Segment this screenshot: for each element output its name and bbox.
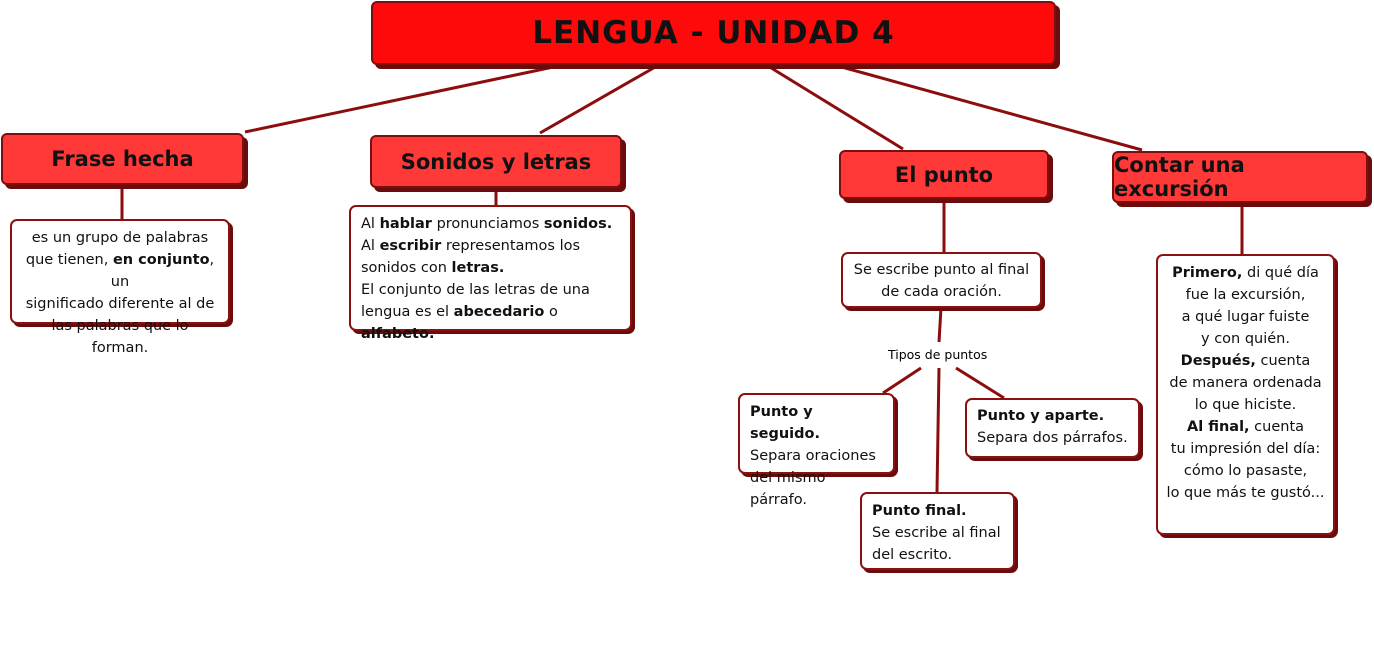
text-line: o	[544, 304, 558, 320]
text-bold: en conjunto	[112, 252, 210, 268]
el-punto-definition: Se escribe punto al final de cada oració…	[841, 252, 1042, 308]
text-line: sonidos con	[361, 260, 452, 276]
text-line: Al	[361, 216, 380, 232]
map-title: LENGUA - UNIDAD 4	[371, 1, 1056, 65]
punto-aparte-card: Punto y aparte. Separa dos párrafos.	[965, 398, 1140, 458]
link-tipos-aparte	[955, 366, 1005, 400]
text-bold: Al final,	[1186, 419, 1250, 435]
text-line: significado diferente al de	[25, 296, 215, 312]
topic-contar-excursion: Contar una excursión	[1112, 151, 1368, 203]
text-line: , un	[110, 252, 215, 290]
text-line: representamos los	[441, 238, 581, 254]
text-line: lo que hiciste.	[1194, 397, 1297, 413]
text-line: lengua es el	[361, 304, 454, 320]
frase-hecha-definition: es un grupo de palabras que tienen, en c…	[10, 219, 230, 356]
text-line: cómo lo pasaste,	[1183, 463, 1308, 479]
text-line: del escrito.	[872, 547, 953, 563]
topic-el-punto: El punto	[839, 150, 1049, 199]
text-line: Separa dos párrafos.	[977, 430, 1128, 446]
topic-frase-hecha: Frase hecha	[1, 133, 244, 185]
text-bold: letras.	[451, 260, 505, 276]
text-line: fue la excursión,	[1185, 287, 1306, 303]
link-punto-tipos	[937, 307, 943, 343]
type-name: Punto y aparte.	[977, 408, 1105, 424]
type-name: Punto y seguido.	[750, 404, 820, 442]
text-line: Separa oraciones	[750, 448, 876, 464]
text-bold: hablar	[379, 216, 432, 232]
text-line: que tienen,	[25, 252, 113, 268]
text-line: El conjunto de las letras de una	[361, 282, 590, 298]
topic-label: Sonidos y letras	[400, 149, 592, 174]
text-bold: alfabeto.	[361, 326, 435, 342]
text-line: cuenta	[1249, 419, 1305, 435]
contar-excursion-steps: Primero, di qué día fue la excursión, a …	[1156, 254, 1335, 535]
sonidos-letras-definition: Al hablar pronunciamos sonidos. Al escri…	[349, 205, 632, 342]
text-line: cuenta	[1255, 353, 1311, 369]
text-line: del mismo párrafo.	[750, 470, 826, 508]
text-bold: Primero,	[1172, 265, 1243, 281]
text-line: de manera ordenada	[1169, 375, 1322, 391]
text-bold: escribir	[379, 238, 442, 254]
text-line: di qué día	[1242, 265, 1319, 281]
text-line: Al	[361, 238, 380, 254]
text-bold: abecedario	[453, 304, 545, 320]
text-line: tu impresión del día:	[1170, 441, 1321, 457]
topic-label: Contar una excursión	[1114, 153, 1245, 201]
topic-sonidos-letras: Sonidos y letras	[370, 135, 622, 188]
link-title-sonidos	[539, 64, 658, 135]
text-line: pronunciamos	[431, 216, 544, 232]
text-line: lo que más te gustó...	[1166, 485, 1325, 501]
type-name: Punto final.	[872, 503, 967, 519]
link-title-punto	[767, 64, 904, 151]
text-line: es un grupo de palabras	[31, 230, 209, 246]
link-tipos-final	[935, 367, 941, 493]
text-line: las palabras que lo forman.	[51, 318, 189, 356]
text-bold: sonidos.	[543, 216, 613, 232]
map-title-text: LENGUA - UNIDAD 4	[532, 15, 895, 51]
text-line: Se escribe al final	[872, 525, 1001, 541]
link-title-excursion	[837, 64, 1143, 152]
topic-label: El punto	[894, 162, 994, 187]
text-bold: Después,	[1180, 353, 1256, 369]
link-title-frase	[244, 64, 559, 134]
text-line: de cada oración.	[881, 284, 1002, 300]
tipos-de-puntos-label: Tipos de puntos	[886, 347, 990, 362]
topic-label: Frase hecha	[51, 147, 194, 171]
text-line: y con quién.	[1201, 331, 1290, 347]
punto-final-card: Punto final. Se escribe al final del esc…	[860, 492, 1015, 570]
text-line: a qué lugar fuiste	[1181, 309, 1310, 325]
punto-seguido-card: Punto y seguido. Separa oraciones del mi…	[738, 393, 895, 508]
text-line: Se escribe punto al final	[853, 262, 1030, 278]
link-tipos-seguido	[882, 366, 922, 395]
